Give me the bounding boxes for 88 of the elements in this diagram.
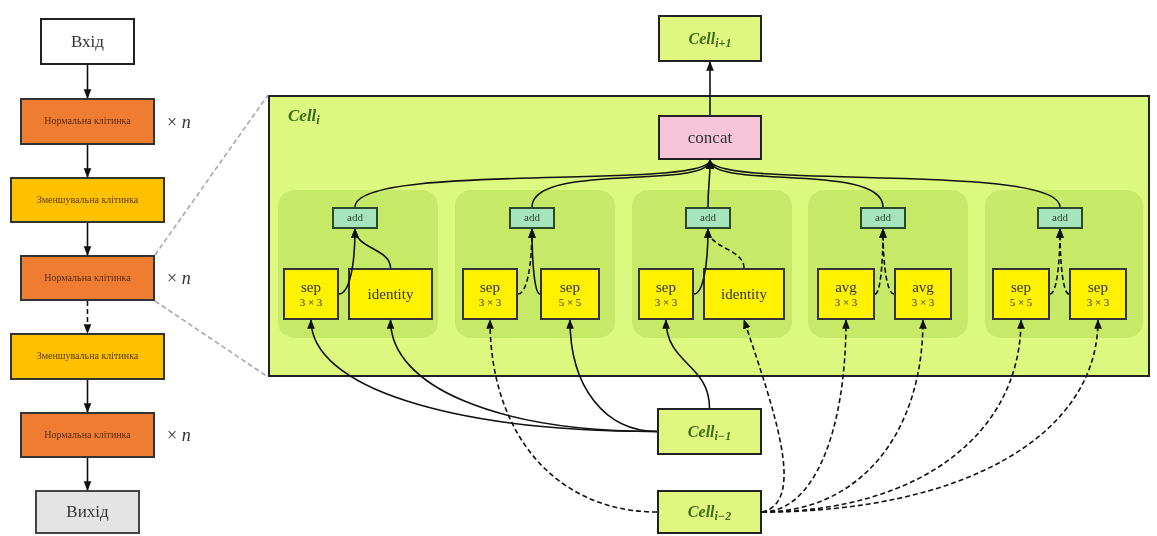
node-label: concat xyxy=(687,126,733,149)
operation-box xyxy=(703,268,785,320)
kernel-size: 5 × 5 xyxy=(558,296,582,309)
arrow xyxy=(566,319,658,433)
node-label: Вихід xyxy=(66,501,109,523)
add-box xyxy=(860,207,906,229)
add-box xyxy=(685,207,731,229)
kernel-size: 3 × 3 xyxy=(911,296,935,309)
add-box xyxy=(509,207,555,229)
branch-panel xyxy=(985,190,1143,338)
operation-box xyxy=(894,268,952,320)
repeat-label: × n xyxy=(167,424,191,447)
arrow xyxy=(83,64,92,99)
node-label: sep xyxy=(301,279,321,296)
node-label: Зменшувальна клітинка xyxy=(36,193,139,207)
cell-title: Cell$_{i}$ xyxy=(288,105,320,129)
operation-box xyxy=(540,268,600,320)
reduction-cell-box xyxy=(10,333,165,380)
cell-box xyxy=(657,408,762,455)
operation-box xyxy=(348,268,433,320)
operation-box xyxy=(992,268,1050,320)
operation-box xyxy=(817,268,875,320)
node-label: sep xyxy=(560,279,580,296)
repeat-label: × n xyxy=(167,110,191,134)
arrow xyxy=(83,222,92,256)
dashed-arrow xyxy=(83,300,92,334)
arrow xyxy=(528,228,541,295)
dashed-arrow xyxy=(879,228,895,295)
kernel-size: 3 × 3 xyxy=(834,296,858,309)
node-label: Cell$_{i−1}$ xyxy=(687,421,732,442)
branch-panel xyxy=(632,190,792,338)
cell-container xyxy=(268,95,1150,377)
kernel-size: 3 × 3 xyxy=(654,296,678,309)
node-label: add xyxy=(347,211,363,225)
dashed-arrow xyxy=(1056,228,1070,295)
node-label: sep xyxy=(1011,279,1031,296)
node-label: identity xyxy=(721,285,767,303)
add-box xyxy=(332,207,378,229)
node-label: Нормальна клітинка xyxy=(44,428,131,442)
kernel-size: 5 × 5 xyxy=(1009,296,1033,309)
node-label: Cell$_{i−2}$ xyxy=(687,502,732,522)
kernel-size: 3 × 3 xyxy=(478,296,502,309)
dashed-arrow xyxy=(705,228,745,269)
operation-box xyxy=(638,268,694,320)
arrow xyxy=(662,319,711,409)
node-label: avg xyxy=(912,279,934,296)
output-box xyxy=(35,490,140,534)
concat-box xyxy=(658,115,762,160)
arrow xyxy=(83,457,92,491)
node-label: add xyxy=(524,211,540,225)
node-label: Нормальна клітинка xyxy=(44,115,131,128)
branch-panel xyxy=(808,190,968,338)
node-label: add xyxy=(700,211,716,225)
dashed-arrow xyxy=(743,319,785,513)
node-label: avg xyxy=(835,279,857,296)
node-label: identity xyxy=(367,285,414,303)
repeat-label: × n xyxy=(167,267,191,290)
add-box xyxy=(1037,207,1083,229)
node-label: add xyxy=(875,211,891,225)
branch-panel xyxy=(278,190,438,338)
node-label: sep xyxy=(1088,279,1108,296)
input-box xyxy=(40,18,135,65)
dashed-arrow xyxy=(486,319,658,513)
node-label: Cell$_{i+1}$ xyxy=(688,28,732,49)
normal-cell-box xyxy=(20,412,155,458)
normal-cell-box xyxy=(20,98,155,145)
branch-panel xyxy=(455,190,615,338)
node-label: Вхід xyxy=(71,30,104,53)
cell-box xyxy=(657,490,762,534)
operation-box xyxy=(283,268,339,320)
arrow xyxy=(352,228,392,269)
arrow xyxy=(354,159,711,208)
operation-box xyxy=(1069,268,1127,320)
arrow xyxy=(706,61,714,116)
arrow xyxy=(83,379,92,413)
kernel-size: 3 × 3 xyxy=(1086,296,1110,309)
operation-box xyxy=(462,268,518,320)
arrow xyxy=(83,144,92,178)
arrow xyxy=(709,159,1061,208)
node-label: sep xyxy=(480,279,500,296)
kernel-size: 3 × 3 xyxy=(299,296,323,309)
node-label: sep xyxy=(656,279,676,296)
node-label: add xyxy=(1052,211,1068,225)
cell-box xyxy=(658,15,762,62)
node-label: Зменшувальна клітинка xyxy=(36,350,139,363)
node-label: Нормальна клітинка xyxy=(44,271,131,285)
reduction-cell-box xyxy=(10,177,165,223)
normal-cell-box xyxy=(20,255,155,301)
